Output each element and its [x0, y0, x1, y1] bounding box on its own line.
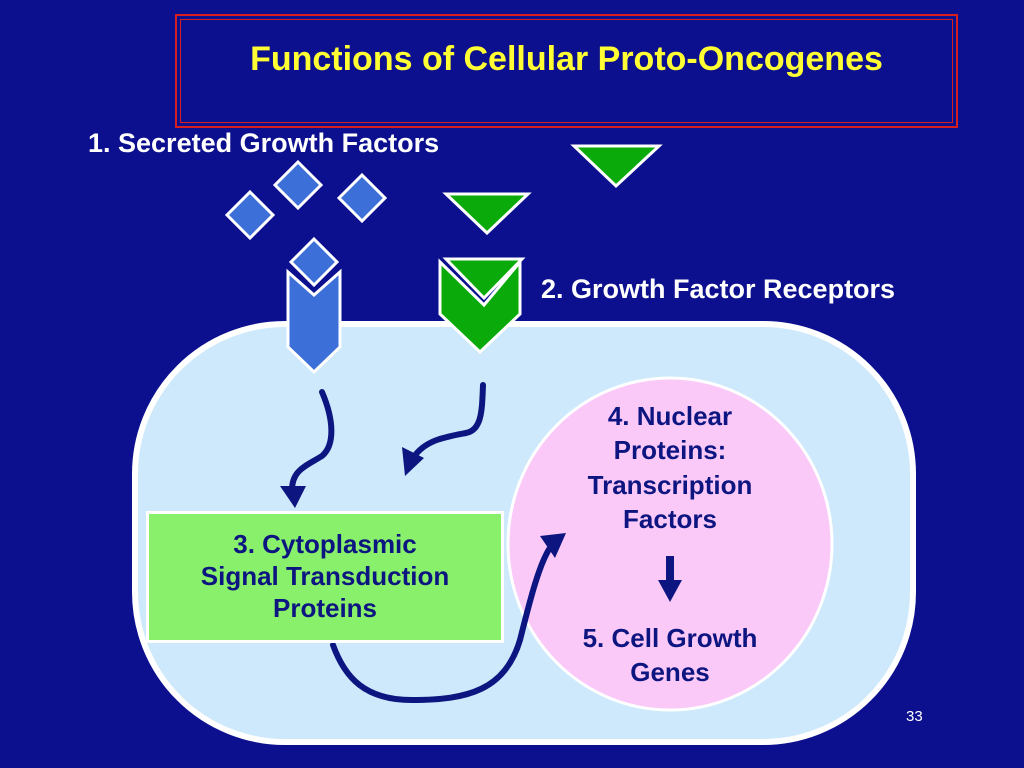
cytoplasmic-line-1: 3. Cytoplasmic: [233, 529, 417, 560]
cell-growth-genes-text: 5. Cell Growth Genes: [540, 621, 800, 690]
signal-arrow-green: [410, 382, 486, 461]
green-receptor: [438, 257, 522, 355]
nucleus: [506, 376, 834, 712]
title-box: Functions of Cellular Proto-Oncogenes: [175, 14, 958, 128]
cytoplasmic-line-3: Proteins: [272, 592, 378, 623]
page-number: 33: [906, 708, 923, 725]
nuclear-line-4: Factors: [623, 503, 717, 534]
nuclear-line-1: 4. Nuclear: [607, 401, 733, 431]
growth-factor-diamond: [272, 159, 324, 211]
label-growth-factor-receptors: 2. Growth Factor Receptors: [541, 274, 896, 304]
down-arrow-head: [658, 580, 682, 602]
signal-arrow-blue: [289, 389, 335, 493]
genes-line-2: Genes: [630, 657, 710, 688]
arrowhead: [280, 486, 306, 508]
nuclear-proteins-text: 4. Nuclear Proteins: Transcription Facto…: [550, 399, 790, 536]
down-arrow-shaft: [666, 556, 674, 582]
growth-factor-diamond-bound: [288, 236, 340, 288]
growth-factor-diamond: [224, 189, 276, 241]
cytoplasmic-line-2: Signal Transduction: [200, 561, 450, 592]
arrowhead: [402, 447, 424, 476]
signal-arrow-to-nucleus: [330, 542, 555, 704]
genes-line-1: 5. Cell Growth: [582, 623, 758, 653]
cytoplasmic-signal-box: 3. Cytoplasmic Signal Transduction Prote…: [146, 511, 504, 643]
growth-factor-triangle-bound: [442, 257, 526, 301]
arrowhead: [540, 533, 566, 558]
blue-receptor: [286, 268, 342, 375]
growth-factor-triangle: [442, 192, 532, 236]
growth-factor-diamond: [336, 172, 388, 224]
label-secreted-growth-factors: 1. Secreted Growth Factors: [88, 128, 440, 158]
nuclear-line-2: Proteins:: [613, 435, 727, 466]
growth-factor-triangle: [570, 144, 663, 189]
nuclear-line-3: Transcription: [587, 469, 753, 500]
